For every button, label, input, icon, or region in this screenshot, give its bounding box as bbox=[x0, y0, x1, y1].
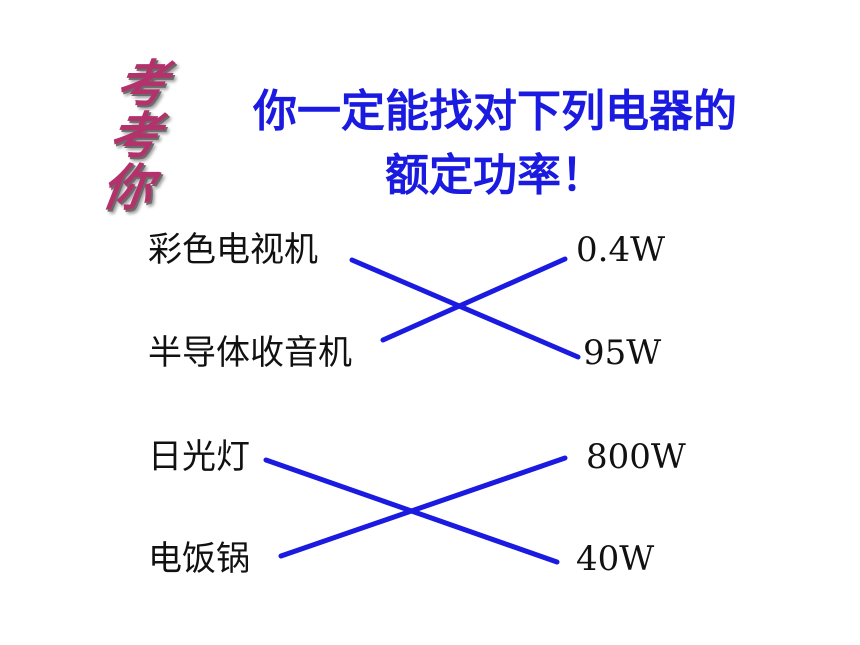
power-800w: 800W bbox=[586, 437, 686, 477]
power-40w: 40W bbox=[576, 539, 655, 579]
match-line-cooker-800w bbox=[278, 455, 568, 559]
appliance-radio: 半导体收音机 bbox=[148, 333, 352, 373]
slide-title: 你一定能找对下列电器的 额定功率！ bbox=[200, 80, 790, 208]
appliance-fluorescent-lamp: 日光灯 bbox=[148, 437, 250, 477]
power-95w: 95W bbox=[583, 333, 662, 373]
power-0-4w: 0.4W bbox=[576, 230, 666, 270]
title-line-1: 你一定能找对下列电器的 bbox=[253, 86, 737, 137]
match-line-tv-95w bbox=[349, 257, 581, 360]
match-line-radio-0-4w bbox=[380, 256, 568, 343]
title-line-2: 额定功率！ bbox=[385, 150, 605, 201]
appliance-rice-cooker: 电饭锅 bbox=[148, 539, 250, 579]
appliance-tv: 彩色电视机 bbox=[148, 230, 318, 270]
